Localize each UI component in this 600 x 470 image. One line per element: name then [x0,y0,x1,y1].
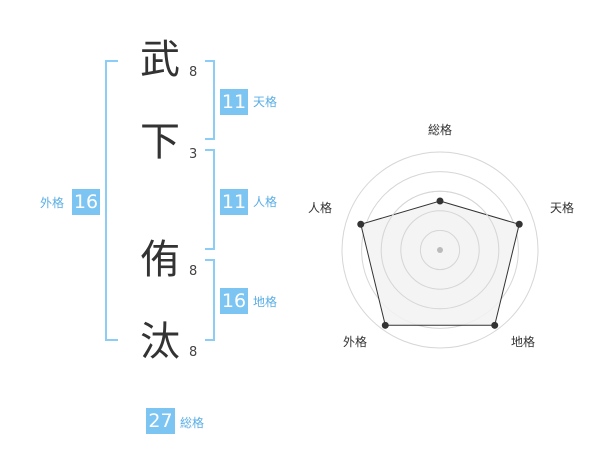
chikaku-value: 16 [220,288,248,314]
radar-ring-5 [341,151,539,349]
radar-point-1 [436,197,444,205]
radar-ring-4 [361,171,519,329]
chikaku-label: 地格 [253,295,278,309]
radar-inner-ring-2 [400,210,480,290]
tenkaku-label: 天格 [253,95,278,109]
stroke-count-4: 8 [189,345,198,360]
name-char-3: 侑 [140,237,180,283]
radar-axis-label-3: 地格 [511,334,535,349]
jinkaku-bracket [205,149,215,250]
radar-point-2 [515,220,523,228]
tenkaku-bracket [205,60,215,140]
radar-point-4 [381,321,389,329]
gaikaku-bracket [105,60,118,341]
name-char-1: 武 [140,37,180,83]
radar-inner-ring-3 [380,190,500,310]
radar-polygon [360,200,520,326]
radar-point-3 [491,321,499,329]
radar-axis-label-4: 外格 [343,334,367,349]
jinkaku-label: 人格 [253,195,278,209]
radar-axis-label-1: 総格 [428,122,452,137]
chikaku-bracket [205,259,215,341]
jinkaku-value: 11 [220,189,248,215]
gaikaku-value: 16 [72,189,100,215]
name-char-2: 下 [140,119,180,165]
stroke-count-2: 3 [189,147,198,162]
gaikaku-label: 外格 [40,196,65,210]
stroke-count-1: 8 [189,65,198,80]
name-char-4: 汰 [140,319,180,365]
radar-center-dot [437,247,443,253]
radar-axis-label-5: 人格 [308,200,332,215]
soukaku-value: 27 [146,408,175,434]
radar-inner-ring-1 [419,229,461,271]
soukaku-label: 総格 [180,416,205,430]
stroke-count-3: 8 [189,264,198,279]
radar-point-5 [357,220,365,228]
radar-axis-label-2: 天格 [550,200,574,215]
tenkaku-value: 11 [220,89,248,115]
